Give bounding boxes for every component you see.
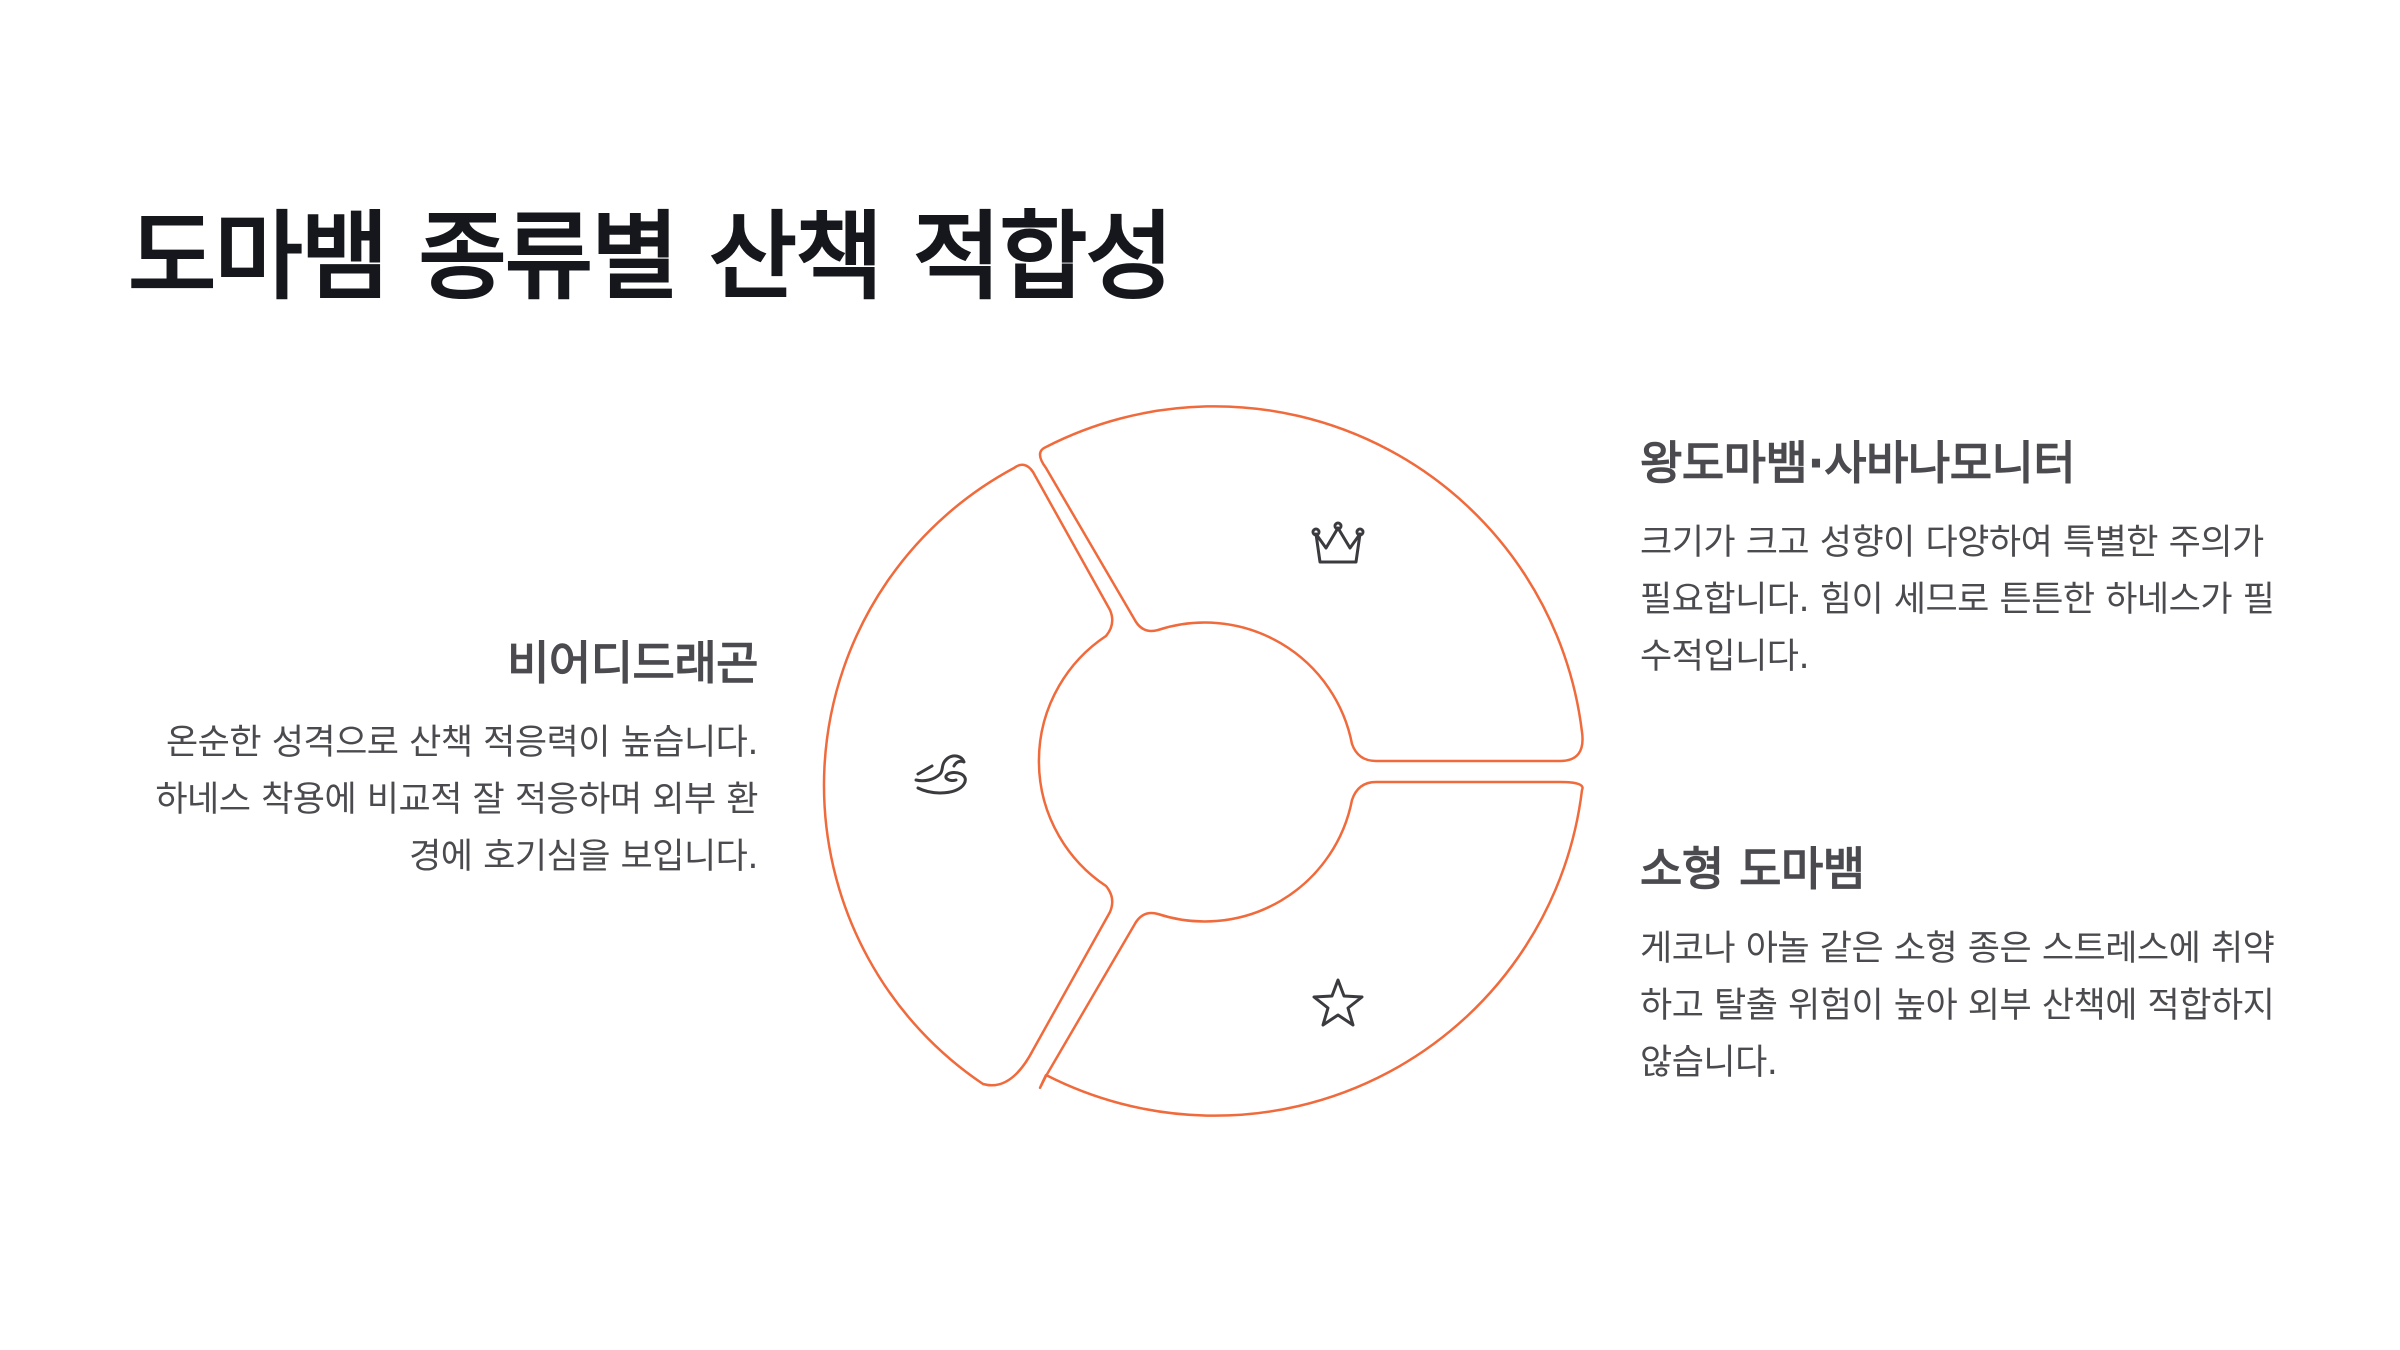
description-monitor: 크기가 크고 성향이 다양하여 특별한 주의가 필요합니다. 힘이 세므로 튼튼… xyxy=(1640,523,2275,678)
heading-small-lizard: 소형 도마뱀 xyxy=(1640,842,1865,896)
ring-segment-bottom-right xyxy=(1038,780,1584,1117)
ring-segment-left xyxy=(822,463,1114,1087)
star-icon xyxy=(1312,978,1364,1027)
snake-icon xyxy=(914,754,967,795)
heading-bearded-dragon: 비어디드래곤 xyxy=(507,636,758,690)
text-block-monitor: 왕도마뱀·사바나모니터 크기가 크고 성향이 다양하여 특별한 주의가 필요합니… xyxy=(1640,436,2300,686)
crown-icon xyxy=(1311,521,1365,564)
description-small-lizard: 게코나 아놀 같은 소형 종은 스트레스에 취약하고 탈출 위험이 높아 외부 … xyxy=(1640,929,2275,1084)
heading-monitor: 왕도마뱀·사바나모니터 xyxy=(1640,436,2076,490)
page-title: 도마뱀 종류별 산책 적합성 xyxy=(128,201,1174,313)
text-block-bearded-dragon: 비어디드래곤 온순한 성격으로 산책 적응력이 높습니다. 하네스 착용에 비교… xyxy=(128,636,758,886)
text-block-small-lizard: 소형 도마뱀 게코나 아놀 같은 소형 종은 스트레스에 취약하고 탈출 위험이… xyxy=(1640,842,2300,1092)
description-bearded-dragon: 온순한 성격으로 산책 적응력이 높습니다. 하네스 착용에 비교적 잘 적응하… xyxy=(155,723,758,878)
ring-segment-top-right xyxy=(1038,405,1584,763)
